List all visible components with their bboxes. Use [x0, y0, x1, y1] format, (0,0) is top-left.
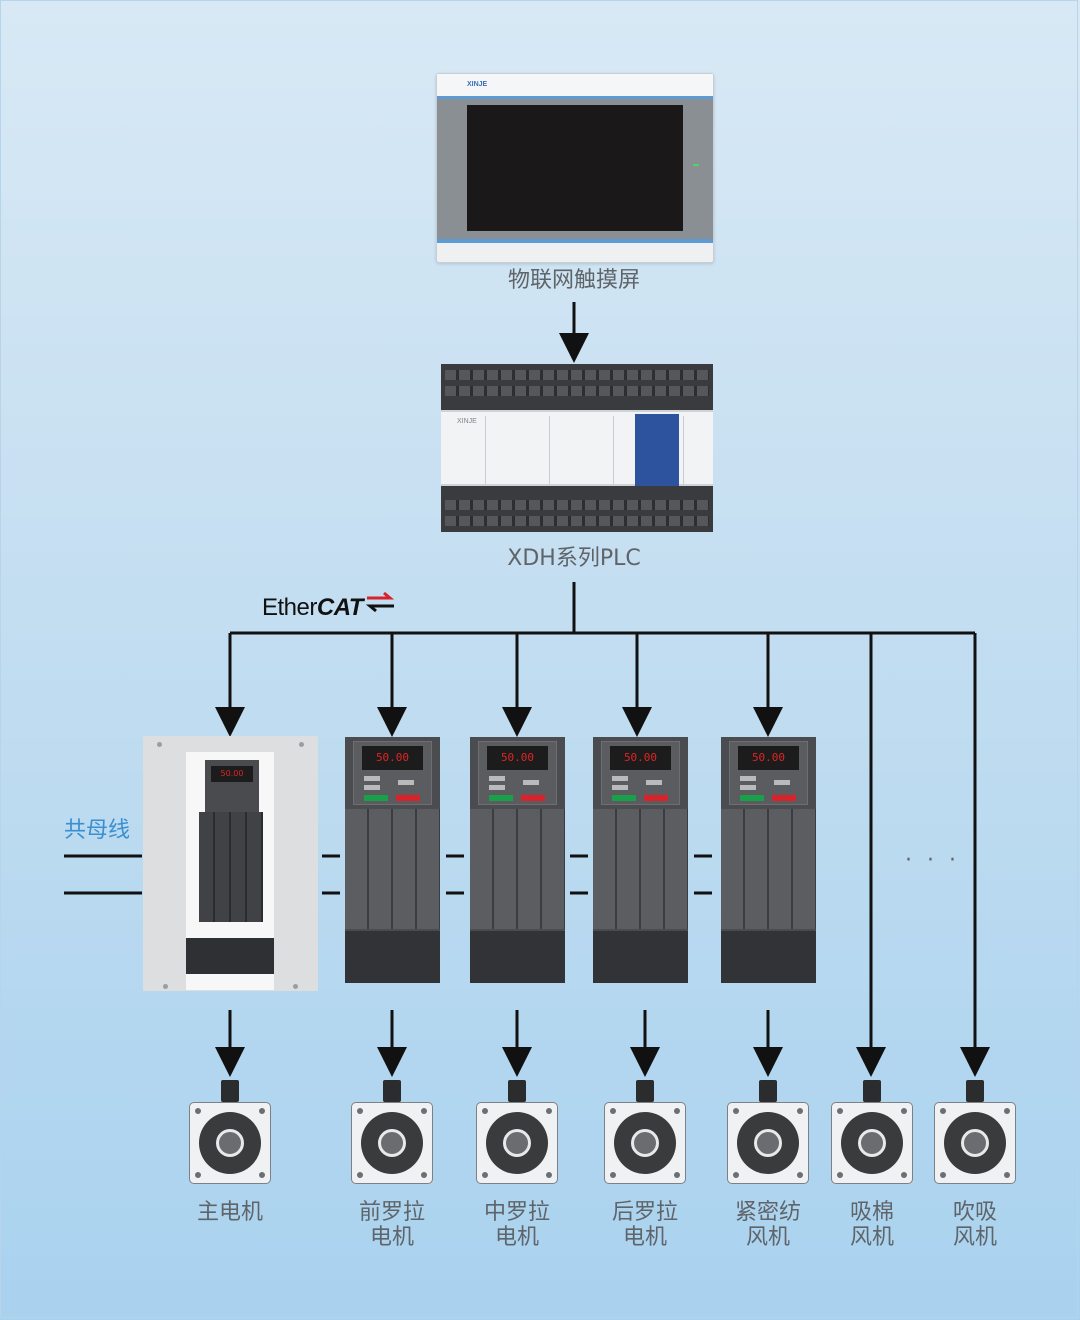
plc-label: XDH系列PLC [507, 546, 641, 571]
motor-label-line2: 电机 [369, 1225, 414, 1250]
plc-brand: XINJE [457, 418, 477, 425]
motor-label-line1: 主电机 [196, 1200, 263, 1225]
motor-label-line2: 电机 [494, 1225, 539, 1250]
vfd-middle-roller: 50.00 [470, 737, 565, 983]
motor-label-line1: 吸棉 [849, 1200, 894, 1225]
main-drive: 50.00 [143, 736, 318, 991]
ethercat-logo: EtherCAT [262, 594, 363, 621]
motor-label: 紧密纺风机 [718, 1200, 818, 1250]
vfd-display: 50.00 [487, 746, 548, 770]
motor-label-line2: 风机 [745, 1225, 790, 1250]
vfd-display: 50.00 [738, 746, 799, 770]
motor-label: 吸棉风机 [822, 1200, 922, 1250]
servo-motor-icon [476, 1080, 558, 1186]
servo-motor-icon [831, 1080, 913, 1186]
motor-label-line2: 电机 [622, 1225, 667, 1250]
motor-label-line2: 风机 [952, 1225, 997, 1250]
hmi-screen [467, 105, 683, 231]
motor-label-line1: 紧密纺 [734, 1200, 801, 1225]
motor-label: 主电机 [180, 1200, 280, 1225]
main-drive-keypad [186, 938, 274, 974]
motor-label-line1: 前罗拉 [358, 1200, 425, 1225]
hmi-label: 物联网触摸屏 [507, 268, 640, 293]
motor-label: 后罗拉电机 [595, 1200, 695, 1250]
common-bus-label: 共母线 [64, 818, 131, 843]
plc-device: XINJE [441, 364, 713, 532]
hmi-brand: XINJE [467, 81, 488, 88]
servo-motor-icon [934, 1080, 1016, 1186]
vfd-display: 50.00 [610, 746, 671, 770]
motor-label-line1: 吹吸 [952, 1200, 997, 1225]
servo-motor-icon [351, 1080, 433, 1186]
vfd-compact-fan: 50.00 [721, 737, 816, 983]
vfd-display: 50.00 [362, 746, 423, 770]
motor-label-line2: 风机 [849, 1225, 894, 1250]
servo-motor-icon [604, 1080, 686, 1186]
servo-motor-icon [189, 1080, 271, 1186]
more-ellipsis: · · · [905, 848, 960, 873]
vfd-front-roller: 50.00 [345, 737, 440, 983]
plc-blue-panel [635, 414, 679, 486]
motor-label-line1: 后罗拉 [611, 1200, 678, 1225]
motor-label: 中罗拉电机 [467, 1200, 567, 1250]
motor-label: 前罗拉电机 [342, 1200, 442, 1250]
main-drive-display: 50.00 [211, 766, 253, 782]
iot-touch-screen: XINJE [436, 73, 714, 263]
motor-label: 吹吸风机 [925, 1200, 1025, 1250]
motor-label-line1: 中罗拉 [483, 1200, 550, 1225]
ethercat-arrows-icon [365, 591, 395, 613]
vfd-back-roller: 50.00 [593, 737, 688, 983]
servo-motor-icon [727, 1080, 809, 1186]
